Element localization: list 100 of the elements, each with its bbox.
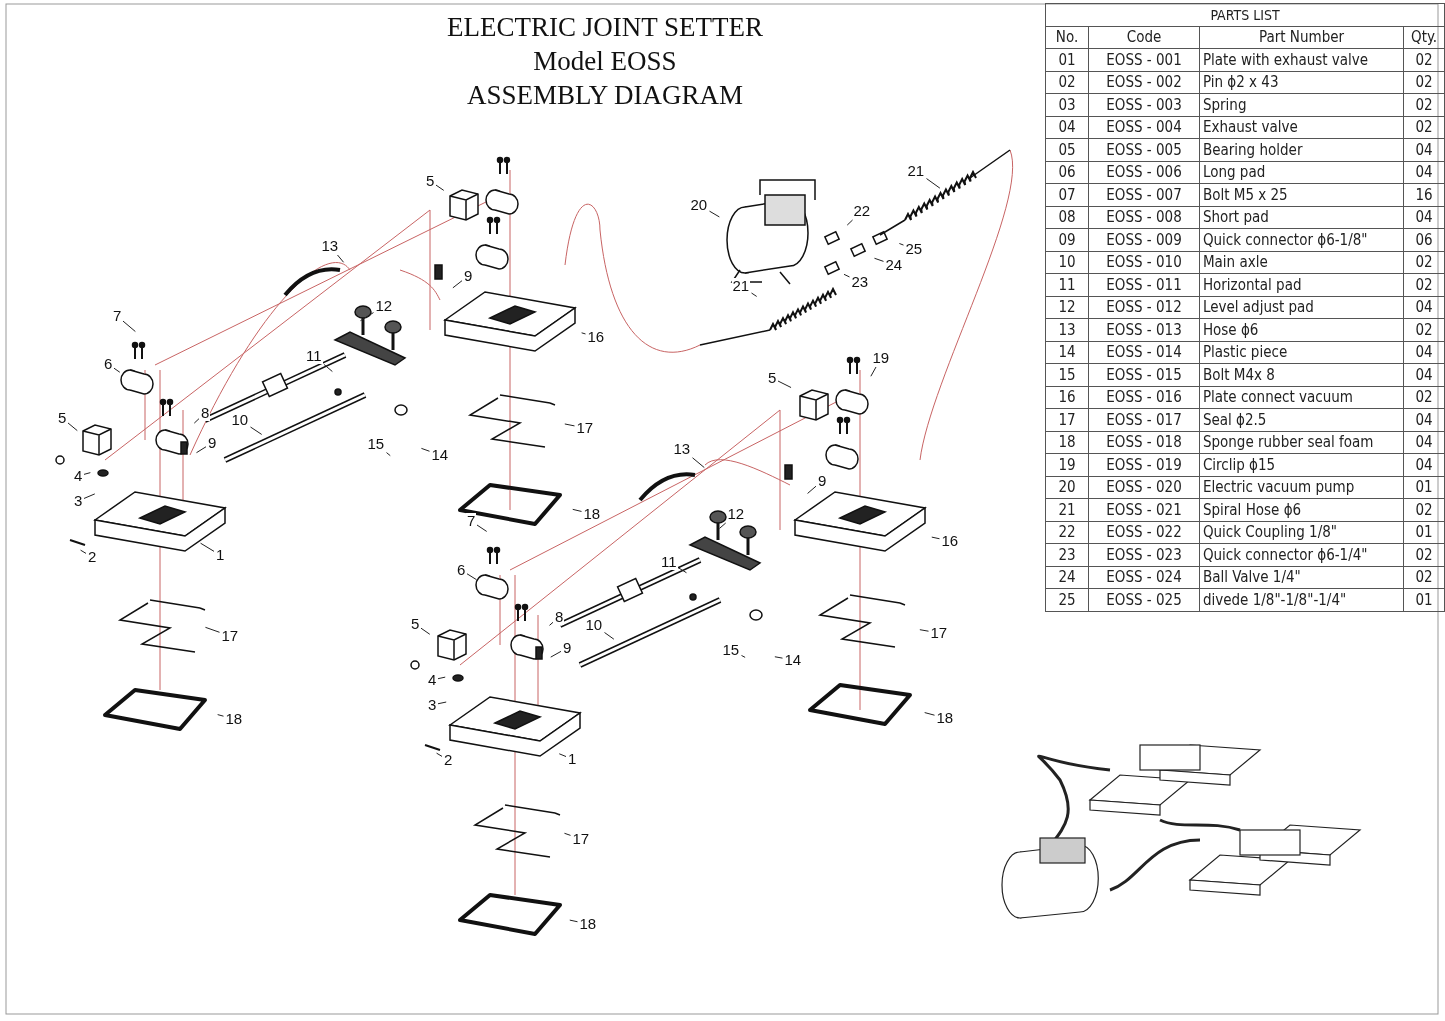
part-qty: 02 [1403, 71, 1445, 94]
part-no: 04 [1045, 116, 1089, 139]
leader-line [250, 426, 263, 435]
part-qty: 04 [1403, 341, 1445, 364]
leader-line [563, 832, 571, 836]
callout-number: 2 [87, 549, 98, 565]
leader-line [435, 184, 445, 191]
leader-line [200, 542, 215, 552]
part-qty: 02 [1403, 566, 1445, 589]
callout-number: 3 [427, 697, 438, 713]
leader-line [337, 254, 345, 263]
callout-number: 23 [850, 274, 870, 290]
part-qty: 02 [1403, 251, 1445, 274]
leader-line [774, 656, 783, 659]
leader-line [581, 332, 586, 335]
part-qty: 01 [1403, 521, 1445, 544]
part-code: EOSS - 022 [1088, 521, 1200, 544]
part-no: 16 [1045, 386, 1089, 409]
part-no: 12 [1045, 296, 1089, 319]
leader-line [751, 292, 758, 297]
callout-number: 10 [230, 412, 250, 428]
callout-number: 6 [103, 356, 114, 372]
part-code: EOSS - 020 [1088, 476, 1200, 499]
part-code: EOSS - 024 [1088, 566, 1200, 589]
column-header: Part Number [1199, 26, 1404, 49]
part-qty: 16 [1403, 183, 1445, 206]
leader-line [873, 257, 884, 262]
leader-line [122, 320, 136, 333]
part-code: EOSS - 005 [1088, 138, 1200, 161]
part-code: EOSS - 014 [1088, 341, 1200, 364]
leader-line [113, 367, 121, 373]
callout-number: 8 [554, 609, 565, 625]
part-qty: 04 [1403, 161, 1445, 184]
part-code: EOSS - 017 [1088, 408, 1200, 431]
callout-number: 4 [73, 468, 84, 484]
part-qty: 02 [1403, 93, 1445, 116]
callout-number: 5 [425, 173, 436, 189]
leader-line [549, 621, 554, 626]
part-code: EOSS - 012 [1088, 296, 1200, 319]
callout-number: 20 [689, 197, 709, 213]
callout-number: 24 [884, 257, 904, 273]
callout-number: 17 [571, 831, 591, 847]
callout-number: 12 [726, 506, 746, 522]
part-qty: 02 [1403, 318, 1445, 341]
callout-number: 18 [582, 506, 602, 522]
leader-line [80, 549, 87, 554]
part-qty: 04 [1403, 431, 1445, 454]
part-code: EOSS - 001 [1088, 48, 1200, 71]
part-qty: 06 [1403, 228, 1445, 251]
part-code: EOSS - 008 [1088, 206, 1200, 229]
callout-number: 17 [220, 628, 240, 644]
leader-line [420, 447, 430, 452]
callout-number: 17 [929, 625, 949, 641]
callout-number: 21 [731, 278, 751, 294]
part-qty: 02 [1403, 48, 1445, 71]
callout-number: 5 [767, 370, 778, 386]
part-qty: 01 [1403, 476, 1445, 499]
part-name: Seal ϕ2.5 [1199, 408, 1404, 431]
callout-number: 9 [562, 640, 573, 656]
part-qty: 04 [1403, 408, 1445, 431]
leader-line [476, 524, 488, 532]
callout-number: 7 [112, 308, 123, 324]
part-name: Short pad [1199, 206, 1404, 229]
part-name: Bearing holder [1199, 138, 1404, 161]
callout-number: 1 [567, 751, 578, 767]
part-name: Hose ϕ6 [1199, 318, 1404, 341]
part-no: 23 [1045, 543, 1089, 566]
part-no: 07 [1045, 183, 1089, 206]
part-name: Horizontal pad [1199, 273, 1404, 296]
part-no: 14 [1045, 341, 1089, 364]
part-no: 05 [1045, 138, 1089, 161]
part-code: EOSS - 021 [1088, 498, 1200, 521]
column-header: Code [1088, 26, 1200, 49]
leader-line [550, 650, 562, 658]
part-name: Level adjust pad [1199, 296, 1404, 319]
callout-number: 9 [463, 268, 474, 284]
callout-number: 9 [207, 435, 218, 451]
part-no: 02 [1045, 71, 1089, 94]
part-code: EOSS - 013 [1088, 318, 1200, 341]
callout-number: 18 [935, 710, 955, 726]
part-name: Ball Valve 1/4" [1199, 566, 1404, 589]
callout-number: 9 [817, 473, 828, 489]
leader-line [807, 485, 817, 494]
callout-number: 11 [305, 348, 323, 364]
part-name: Quick connector ϕ6-1/4" [1199, 543, 1404, 566]
part-name: Pin ϕ2 x 43 [1199, 71, 1404, 94]
part-code: EOSS - 025 [1088, 588, 1200, 611]
leader-line [67, 422, 78, 432]
part-qty: 04 [1403, 453, 1445, 476]
leader-line [924, 712, 935, 716]
part-name: Quick connector ϕ6-1/8" [1199, 228, 1404, 251]
part-qty: 04 [1403, 363, 1445, 386]
callout-number: 13 [320, 238, 340, 254]
leader-line [777, 380, 792, 389]
part-no: 15 [1045, 363, 1089, 386]
part-no: 01 [1045, 48, 1089, 71]
part-qty: 01 [1403, 588, 1445, 611]
part-no: 17 [1045, 408, 1089, 431]
part-no: 13 [1045, 318, 1089, 341]
model-subtitle: Model EOSS [532, 46, 678, 77]
